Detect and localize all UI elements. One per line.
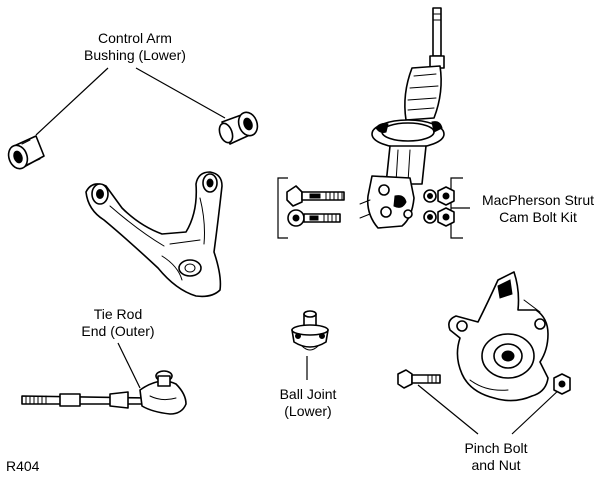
label-control-arm-bushing-line1: Control Arm [98,30,172,46]
label-ball-joint-line1: Ball Joint [279,386,337,402]
cam-washer-nut-set-icon [423,186,455,227]
bushing-left-icon [7,135,45,170]
steering-knuckle-icon [448,271,549,402]
label-tie-rod-line2: End (Outer) [81,323,155,339]
tie-rod-end-icon [21,370,187,415]
pinch-bolt-icon [397,369,441,389]
label-macpherson-strut: MacPherson Strut Cam Bolt Kit [472,192,604,226]
label-ball-joint-line2: (Lower) [284,403,332,419]
macpherson-strut-icon [359,7,445,229]
leader-lines [35,67,562,435]
label-pinch-bolt-line2: and Nut [471,457,521,473]
leader-pinch-nut [511,387,562,435]
figure-code: R404 [6,458,40,474]
control-arm-icon [85,171,223,298]
ball-joint-icon [291,310,329,351]
label-pinch-bolt-line1: Pinch Bolt [464,440,528,456]
cam-bolt-kit-bracket [277,177,463,239]
leader-bushing-left [35,67,109,136]
label-pinch-bolt: Pinch Bolt and Nut [456,440,536,474]
pinch-nut-icon [553,373,571,395]
cam-bolt-lower-icon [287,209,341,227]
label-ball-joint: Ball Joint (Lower) [270,386,346,420]
leader-pinch-bolt [417,384,479,435]
label-tie-rod-line1: Tie Rod [93,306,143,322]
label-macpherson-line1: MacPherson Strut [481,192,595,208]
leader-bushing-right [135,67,226,119]
cam-bolt-upper-icon [286,185,345,207]
bushing-right-icon [218,111,259,145]
label-tie-rod-end: Tie Rod End (Outer) [80,306,156,340]
label-control-arm-bushing-line2: Bushing (Lower) [84,47,186,63]
label-control-arm-bushing: Control Arm Bushing (Lower) [80,30,190,64]
label-macpherson-line2: Cam Bolt Kit [499,209,577,225]
leader-tie-rod [117,342,141,389]
